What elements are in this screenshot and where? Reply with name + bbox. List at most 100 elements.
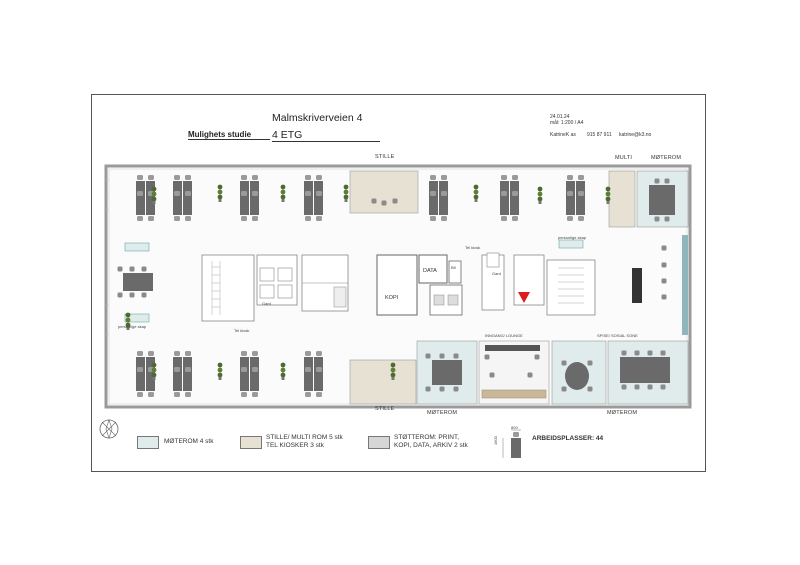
floor-title: 4 ETG [272,129,303,141]
chair-icon [660,350,666,356]
chair-icon [392,198,398,204]
chair-icon [621,384,627,390]
chair-icon [664,178,670,184]
floor-underline [272,141,380,142]
label-gard-right: Gard [492,271,501,276]
email-text: katrine@k3.no [619,132,652,138]
entrance-marker [518,292,530,303]
chair-icon [654,178,660,184]
legend-stotte-line1: STØTTEROM: PRINT, [394,434,459,441]
scale-text: mål: 1:200 / A4 [550,120,584,126]
bk-room [448,260,462,284]
chair-icon [489,372,495,378]
label-moterom-top: MØTEROM [651,155,682,161]
legend-swatch-stotte [368,436,390,449]
lounge-table [485,345,540,351]
legend-desk-height: 1600 [493,436,498,445]
chair-icon [660,384,666,390]
chair-icon [661,278,667,284]
chair-icon [117,292,123,298]
chair-icon [664,216,670,222]
chair-icon [621,350,627,356]
legend-moterom: MØTEROM 4 stk [164,438,214,445]
chair-icon [587,360,593,366]
window-bench-right [682,235,688,335]
meeting-table-round [565,362,589,390]
label-gard-left: Gard [262,301,271,306]
meeting-table-bl [432,360,462,385]
stille-room-top [349,170,419,214]
company-text: KatrineK as [550,132,576,138]
chair-icon [439,386,445,392]
multi-room-top [608,170,636,228]
lockers-right [558,239,584,249]
chair-icon [371,198,377,204]
chair-icon [561,360,567,366]
lockers-left-2 [124,313,150,323]
chair-icon [647,384,653,390]
legend-arbeidsplasser: ARBEIDSPLASSER: 44 [532,435,604,442]
label-tel-kiosk-left: Tel kiosk [234,328,250,333]
floor-plan [99,164,692,458]
kopi-room [376,254,418,316]
chair-icon [534,354,540,360]
drawing-sheet: Malmskriverveien 4 4 ETG Mulighets studi… [91,94,706,472]
chair-icon [381,200,387,206]
label-inngang-lounge: INNGANG/ LOUNGE [485,333,523,338]
label-spise-sosial: SPISE/ SOSIAL SONE [597,333,638,338]
stair-left [201,254,255,322]
window-hatch-left [106,179,109,336]
chair-icon [453,386,459,392]
elevator-right [513,254,545,306]
chair-icon [634,384,640,390]
label-stille-bottom: STILLE [375,406,395,412]
label-moterom-bottom-left: MØTEROM [427,410,458,416]
chair-icon [587,386,593,392]
work-table-left [123,273,153,291]
title-underline [188,139,270,140]
chair-icon [661,245,667,251]
label-bk: BK [451,265,457,270]
legend-swatch-moterom [137,436,159,449]
stair-right [546,259,596,316]
date-text: 24.01.24 [550,114,570,120]
label-multi-top: MULTI [615,155,633,161]
label-moterom-bottom-right: MØTEROM [607,410,638,416]
chair-icon [484,354,490,360]
study-title: Mulighets studie [188,130,252,139]
legend-desk-width: 800 [511,425,518,430]
chair-icon [453,353,459,359]
lounge-bench [481,389,547,399]
chair-icon [439,353,445,359]
legend-stotte-line2: KOPI, DATA, ARKIV 2 stk [394,442,468,449]
elevator-block-left [256,254,298,306]
chair-icon [129,292,135,298]
phone-text: 915 87 911 [587,132,612,138]
chair-icon [634,350,640,356]
chair-icon [561,386,567,392]
chair-icon [129,266,135,272]
legend-swatch-stille [240,436,262,449]
label-tel-kiosk-center: Tel kiosk [465,245,481,250]
chair-icon [654,216,660,222]
legend-stille-line1: STILLE/ MULTI ROM 5 stk [266,434,343,441]
label-personlige-skap-left: personlige skap [118,324,147,329]
label-personlige-skap-right: personlige skap [558,235,587,240]
legend-stille-line2: TEL KIOSKER 3 stk [266,442,324,449]
meeting-table-top [649,185,675,215]
label-kopi: KOPI [385,295,399,301]
data-room [418,254,448,284]
chair-icon [647,350,653,356]
address-title: Malmskriverveien 4 [272,112,363,124]
chair-icon [425,386,431,392]
compass-icon [99,419,119,439]
chair-icon [661,262,667,268]
chair-icon [527,372,533,378]
stille-room-bottom [349,359,417,405]
meeting-table-br [620,357,670,383]
chair-icon [141,266,147,272]
chair-icon [141,292,147,298]
chair-icon [661,294,667,300]
chair-icon [425,353,431,359]
label-stille-top: STILLE [375,154,395,160]
